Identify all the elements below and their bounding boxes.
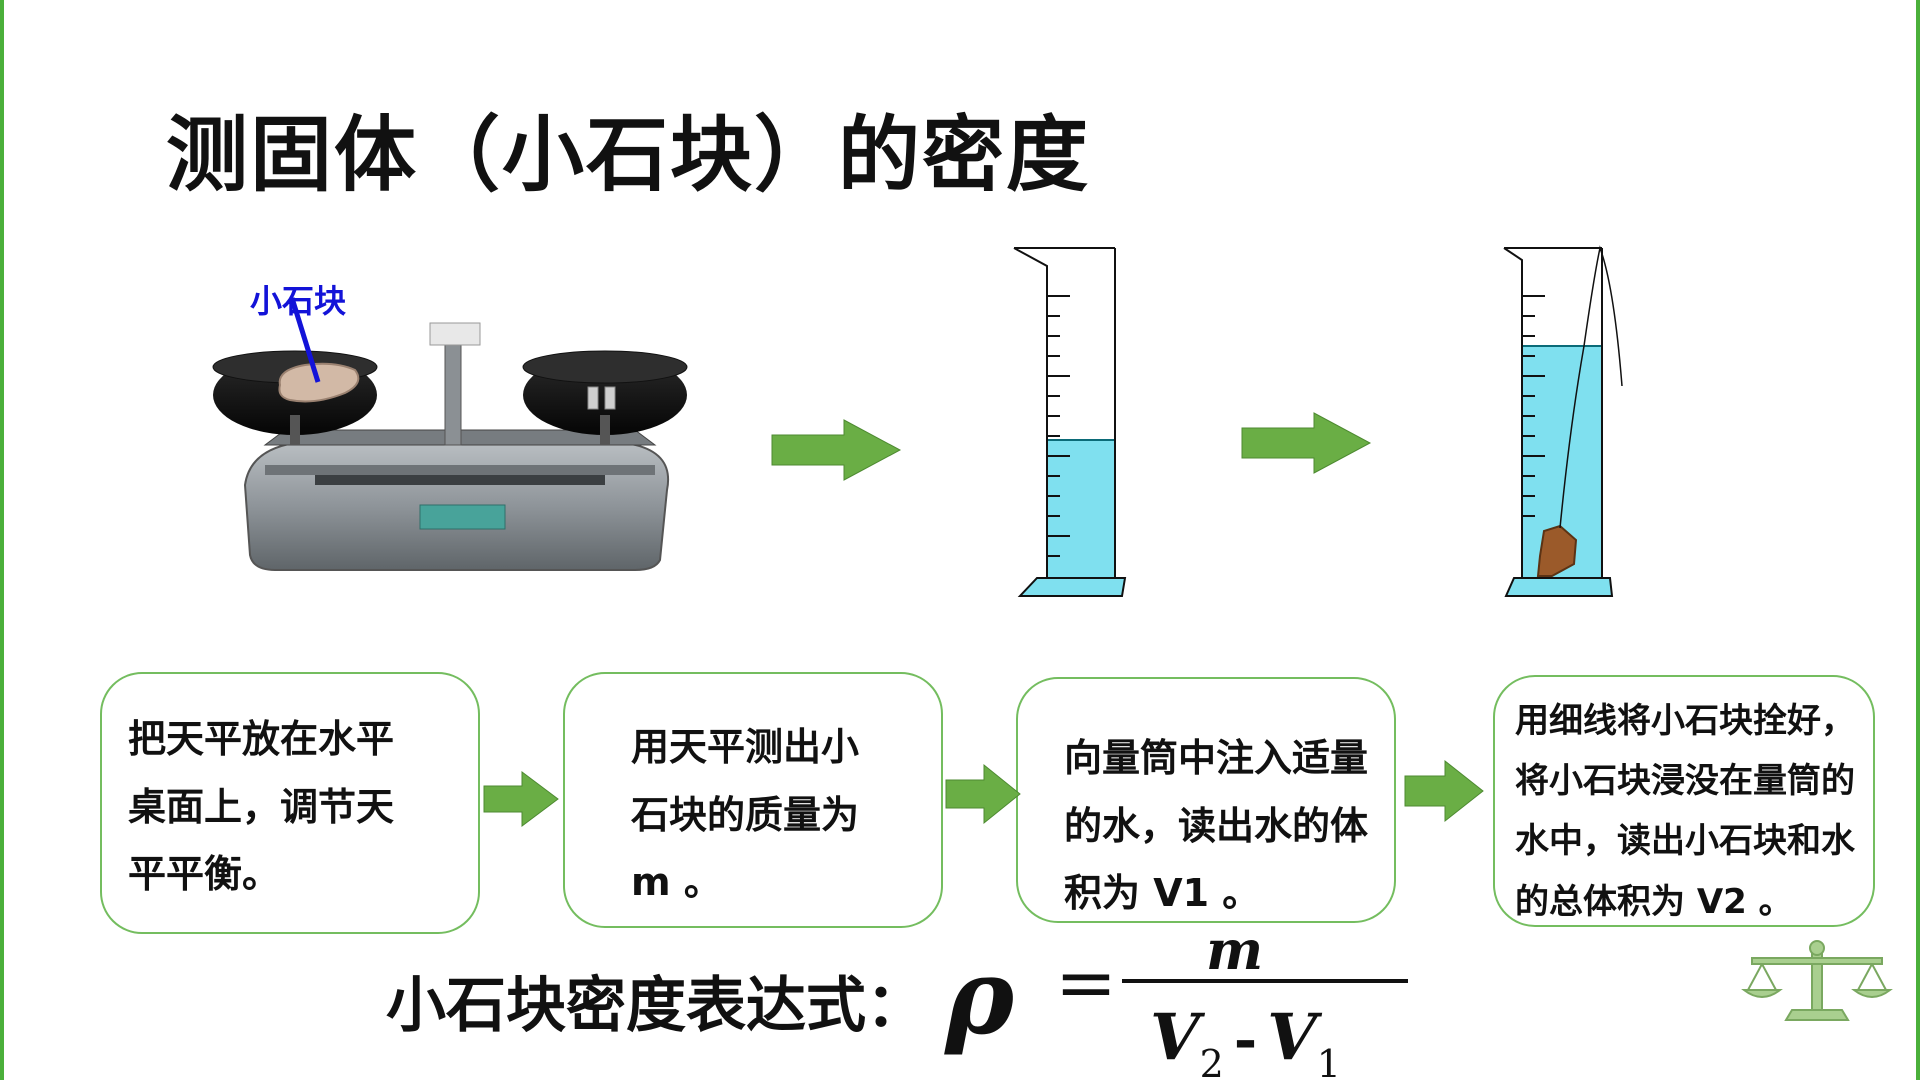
step-box-2: 用天平测出小 石块的质量为 m 。 bbox=[563, 672, 943, 928]
arrow-right-icon bbox=[1405, 761, 1485, 821]
v2-subscript: 2 bbox=[1200, 1042, 1224, 1086]
v2-symbol: V bbox=[1150, 1000, 1200, 1075]
density-symbol: ρ bbox=[945, 935, 1014, 1058]
balance-scale-icon bbox=[205, 315, 715, 575]
step-text: 用细线将小石块拴好， 将小石块浸没在量筒的 水中，读出小石块和水 的总体积为 V… bbox=[1515, 691, 1867, 932]
graduated-cylinder-icon bbox=[1012, 246, 1122, 598]
fraction-bar bbox=[1122, 979, 1408, 983]
v1-subscript: 1 bbox=[1317, 1042, 1341, 1086]
minus-sign: - bbox=[1234, 1007, 1257, 1073]
step-box-4: 用细线将小石块拴好， 将小石块浸没在量筒的 水中，读出小石块和水 的总体积为 V… bbox=[1493, 675, 1875, 927]
slide-frame-right bbox=[1916, 0, 1920, 1080]
step-text: 向量筒中注入适量 的水，读出水的体 积为 V1 。 bbox=[1064, 725, 1388, 928]
formula-label: 小石块密度表达式： bbox=[386, 957, 926, 1044]
arrow-right-icon bbox=[772, 420, 902, 480]
step-text: 用天平测出小 石块的质量为 m 。 bbox=[631, 714, 915, 917]
scale-logo-icon bbox=[1742, 940, 1892, 1022]
slide-title: 测固体（小石块）的密度 bbox=[166, 88, 1090, 207]
arrow-right-icon bbox=[484, 772, 560, 826]
stone-label: 小石块 bbox=[250, 276, 346, 322]
equals-sign: = bbox=[1055, 940, 1117, 1026]
arrow-right-icon bbox=[946, 765, 1022, 823]
formula-denominator: V2-V1 bbox=[1150, 1000, 1341, 1086]
step-box-1: 把天平放在水平 桌面上，调节天 平平衡。 bbox=[100, 672, 480, 934]
step-text: 把天平放在水平 桌面上，调节天 平平衡。 bbox=[128, 706, 452, 909]
graduated-cylinder-icon bbox=[1502, 246, 1638, 598]
v1-symbol: V bbox=[1267, 1000, 1317, 1075]
arrow-right-icon bbox=[1242, 413, 1372, 473]
formula-numerator: m bbox=[1206, 918, 1263, 982]
step-box-3: 向量筒中注入适量 的水，读出水的体 积为 V1 。 bbox=[1016, 677, 1396, 923]
slide-frame-left bbox=[0, 0, 4, 1080]
